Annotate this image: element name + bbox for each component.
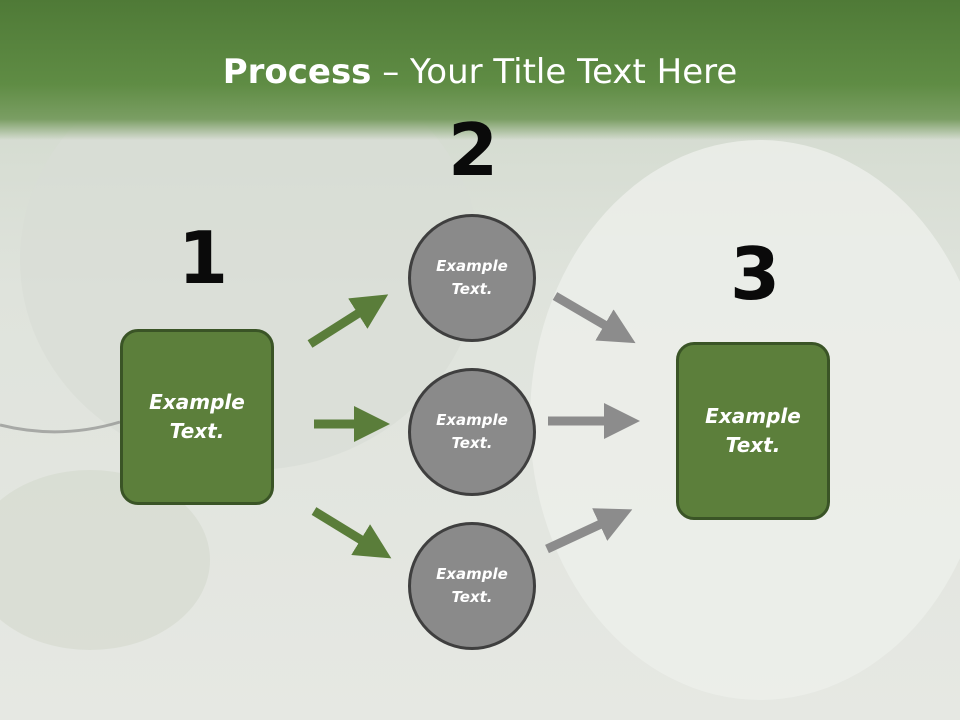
step3-label-line2: Text.	[725, 433, 781, 457]
step2-circle-middle[interactable]: Example Text.	[408, 368, 536, 496]
step-number-3: 3	[730, 232, 781, 316]
arrow-top-to-3	[552, 292, 636, 344]
circle-bottom-label-line2: Text.	[451, 588, 493, 606]
circle-top-label-line1: Example	[436, 257, 508, 275]
arrow-1-to-top	[307, 294, 389, 348]
arrow-bottom-to-3	[545, 508, 633, 554]
step3-label-line1: Example	[705, 404, 801, 428]
title-bar	[0, 0, 960, 140]
page-title: Process – Your Title Text Here	[0, 52, 960, 92]
circle-middle-label-line2: Text.	[451, 434, 493, 452]
title-rest: – Your Title Text Here	[371, 52, 738, 92]
step2-circle-top[interactable]: Example Text.	[408, 214, 536, 342]
step1-box[interactable]: Example Text.	[120, 329, 274, 505]
arrow-1-to-bottom	[311, 507, 392, 559]
circle-bottom-label-line1: Example	[436, 565, 508, 583]
step-number-2: 2	[448, 108, 499, 192]
step-number-1: 1	[178, 216, 229, 300]
step1-label-line2: Text.	[169, 419, 225, 443]
step2-circle-bottom[interactable]: Example Text.	[408, 522, 536, 650]
step3-box[interactable]: Example Text.	[676, 342, 830, 520]
step1-label-line1: Example	[149, 390, 245, 414]
circle-top-label-line2: Text.	[451, 280, 493, 298]
title-bold: Process	[222, 52, 372, 92]
circle-middle-label-line1: Example	[436, 411, 508, 429]
